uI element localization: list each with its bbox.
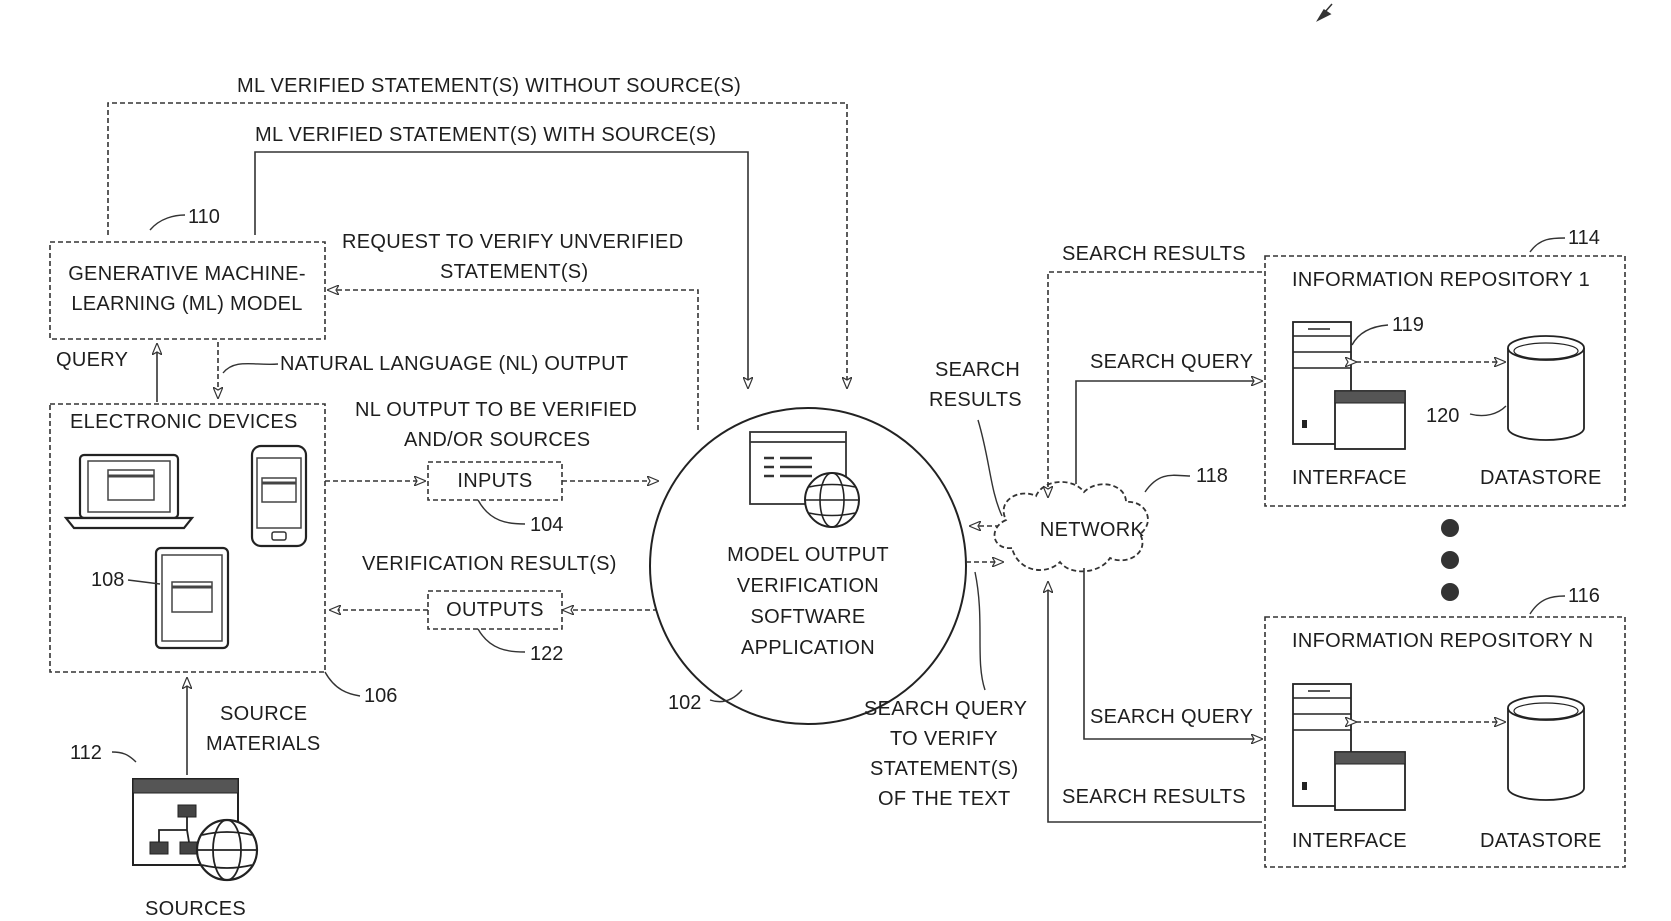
repoN-interface-icon xyxy=(1293,684,1405,810)
ref-114-leader xyxy=(1530,238,1565,252)
nl-output-leader xyxy=(223,364,278,373)
nl-output-label: NATURAL LANGUAGE (NL) OUTPUT xyxy=(280,353,628,375)
outputs-label: OUTPUTS xyxy=(446,599,544,621)
network-cloud: NETWORK xyxy=(995,482,1148,571)
more-repositories-dots xyxy=(1441,519,1459,601)
app-label-2: VERIFICATION xyxy=(737,575,879,597)
outputs-box: OUTPUTS xyxy=(428,591,562,629)
ml-model-label-2: LEARNING (ML) MODEL xyxy=(71,293,302,315)
nl-verify-label-2: AND/OR SOURCES xyxy=(404,429,590,451)
search-query-verify-1: SEARCH QUERY xyxy=(864,698,1027,720)
inputs-label: INPUTS xyxy=(457,470,532,492)
search-query-verify-2: TO VERIFY xyxy=(890,728,998,750)
repo1-search-query-arrow xyxy=(1076,381,1262,484)
repoN-interface-label: INTERFACE xyxy=(1292,830,1407,852)
source-materials-label-2: MATERIALS xyxy=(206,733,321,755)
ref-108: 108 xyxy=(91,569,124,591)
ref-116-leader xyxy=(1530,596,1565,614)
tablet-icon xyxy=(156,548,228,648)
ml-with-source-label: ML VERIFIED STATEMENT(S) WITH SOURCE(S) xyxy=(255,124,716,146)
figure-pointer-mark xyxy=(1318,4,1332,20)
request-verify-label-1: REQUEST TO VERIFY UNVERIFIED xyxy=(342,231,683,253)
ref-119: 119 xyxy=(1392,314,1424,336)
sources-label: SOURCES xyxy=(145,898,246,920)
ref-104-leader xyxy=(478,500,525,524)
ref-120: 120 xyxy=(1426,405,1459,427)
sources-icon xyxy=(133,779,257,880)
app-label-4: APPLICATION xyxy=(741,637,875,659)
repoN-datastore-label: DATASTORE xyxy=(1480,830,1602,852)
ref-102: 102 xyxy=(668,692,701,714)
search-query-bottom-label: SEARCH QUERY xyxy=(1090,706,1253,728)
repo1-interface-icon xyxy=(1293,322,1405,449)
repoN-title: INFORMATION REPOSITORY N xyxy=(1292,630,1593,652)
ref-119-leader xyxy=(1352,325,1388,345)
search-results-top-label: SEARCH RESULTS xyxy=(1062,243,1246,265)
laptop-icon xyxy=(66,455,192,528)
repo1-title: INFORMATION REPOSITORY 1 xyxy=(1292,269,1590,291)
search-results-leader xyxy=(978,420,1002,516)
verification-results-label: VERIFICATION RESULT(S) xyxy=(362,553,617,575)
ref-118-leader xyxy=(1145,475,1190,492)
search-results-left-2: RESULTS xyxy=(929,389,1022,411)
repo1-datastore-label: DATASTORE xyxy=(1480,467,1602,489)
source-materials-label-1: SOURCE xyxy=(220,703,307,725)
ref-116: 116 xyxy=(1568,585,1600,607)
verification-app: MODEL OUTPUT VERIFICATION SOFTWARE APPLI… xyxy=(650,408,966,724)
search-query-verify-3: STATEMENT(S) xyxy=(870,758,1018,780)
ref-106: 106 xyxy=(364,685,397,707)
ml-model-box: GENERATIVE MACHINE- LEARNING (ML) MODEL xyxy=(50,242,325,339)
request-verify-label-2: STATEMENT(S) xyxy=(440,261,588,283)
search-query-leader xyxy=(975,572,985,690)
electronic-devices-title: ELECTRONIC DEVICES xyxy=(70,411,298,433)
ref-114: 114 xyxy=(1568,227,1600,249)
ref-118: 118 xyxy=(1196,465,1228,487)
information-repository-n: INFORMATION REPOSITORY N INTERFACE DATAS… xyxy=(1265,617,1625,867)
query-label: QUERY xyxy=(56,349,128,371)
ref-112: 112 xyxy=(70,742,102,764)
ref-106-leader xyxy=(325,672,360,696)
ref-120-leader xyxy=(1470,406,1506,416)
search-query-top-label: SEARCH QUERY xyxy=(1090,351,1253,373)
repo1-interface-label: INTERFACE xyxy=(1292,467,1407,489)
repo1-datastore-icon xyxy=(1508,336,1584,440)
nl-verify-label-1: NL OUTPUT TO BE VERIFIED xyxy=(355,399,637,421)
ref-104: 104 xyxy=(530,514,563,536)
ml-without-source-label: ML VERIFIED STATEMENT(S) WITHOUT SOURCE(… xyxy=(237,75,741,97)
repo1-search-results-arrow xyxy=(1048,272,1262,497)
search-results-left-1: SEARCH xyxy=(935,359,1020,381)
phone-icon xyxy=(252,446,306,546)
ml-model-label-1: GENERATIVE MACHINE- xyxy=(68,263,306,285)
ref-110: 110 xyxy=(188,206,220,228)
inputs-box: INPUTS xyxy=(428,462,562,500)
search-query-verify-4: OF THE TEXT xyxy=(878,788,1011,810)
electronic-devices-box: ELECTRONIC DEVICES 108 xyxy=(50,404,325,672)
app-label-1: MODEL OUTPUT xyxy=(727,544,889,566)
app-label-3: SOFTWARE xyxy=(751,606,866,628)
network-label: NETWORK xyxy=(1040,519,1145,541)
ref-112-leader xyxy=(112,752,136,762)
information-repository-1: INFORMATION REPOSITORY 1 INTERFACE DATAS… xyxy=(1265,256,1625,506)
repoN-datastore-icon xyxy=(1508,696,1584,800)
ref-122: 122 xyxy=(530,643,563,665)
ref-122-leader xyxy=(478,629,525,652)
search-results-bottom-label: SEARCH RESULTS xyxy=(1062,786,1246,808)
ref-110-leader xyxy=(150,215,185,230)
